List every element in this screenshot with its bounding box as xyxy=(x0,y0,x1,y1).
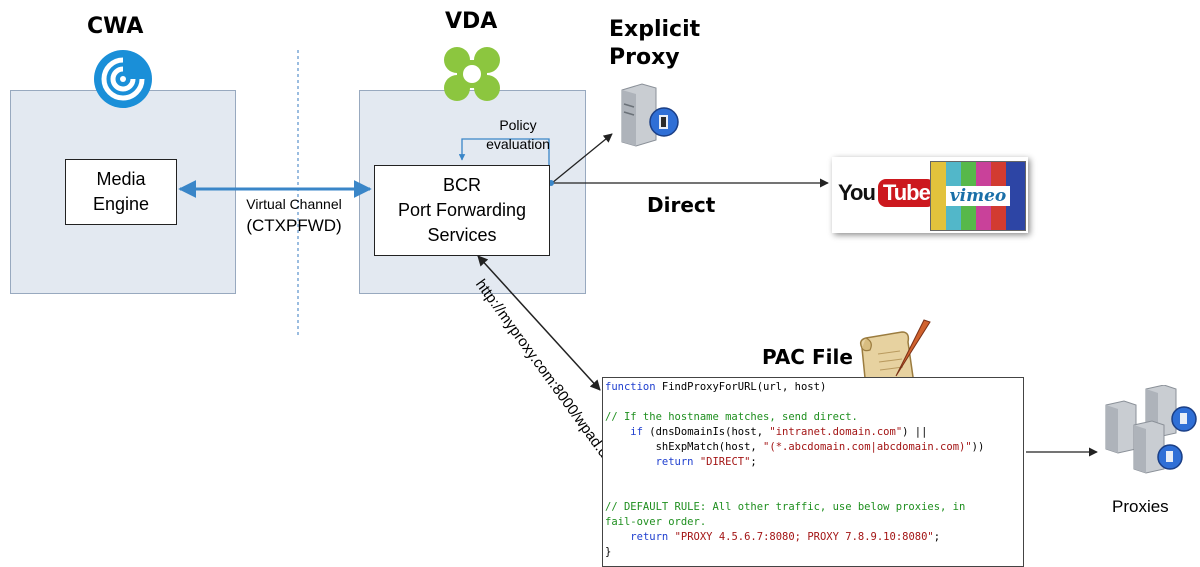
code-line xyxy=(605,485,1021,500)
explicit-proxy-arrow xyxy=(551,133,613,184)
vda-logo-icon xyxy=(444,47,500,101)
code-line xyxy=(605,470,1021,485)
bcr-box: BCR Port Forwarding Services xyxy=(374,165,550,256)
code-token: // If the hostname matches, send direct. xyxy=(605,411,858,423)
youtube-logo: You Tube xyxy=(838,179,935,207)
code-token: "intranet.domain.com" xyxy=(769,426,903,438)
pac-file-title: PAC File xyxy=(762,345,853,369)
code-token: )) xyxy=(971,441,985,453)
code-token: ; xyxy=(750,456,757,468)
policy-evaluation-label: Policy evaluation xyxy=(470,116,566,154)
explicit-proxy-line-2: Proxy xyxy=(609,45,680,70)
media-engine-label-2: Engine xyxy=(92,194,150,214)
bcr-label-1: BCR xyxy=(442,175,481,195)
explicit-proxy-title: Explicit Proxy xyxy=(609,16,700,72)
policy-label-1: Policy xyxy=(499,117,537,133)
code-token: "(*.abcdomain.com|abcdomain.com)" xyxy=(763,441,972,453)
code-line: fail-over order. xyxy=(605,515,1021,530)
code-token: (dnsDomainIs(host, xyxy=(642,426,770,438)
code-token: } xyxy=(605,546,612,558)
code-line: // If the hostname matches, send direct. xyxy=(605,410,1021,425)
video-sites-image: You Tube vimeo xyxy=(832,157,1028,233)
code-token: ) || xyxy=(902,426,928,438)
code-line: } xyxy=(605,545,1021,560)
virtual-channel-text: Virtual Channel xyxy=(246,196,342,212)
pac-file-code: function FindProxyForURL(url, host) // I… xyxy=(602,377,1024,567)
code-token: shExpMatch(host, xyxy=(605,441,764,453)
code-token: fail-over order. xyxy=(605,516,707,528)
code-token: return xyxy=(630,531,669,543)
code-token: if xyxy=(630,426,643,438)
media-engine-label-1: Media xyxy=(96,169,146,189)
code-line: return "PROXY 4.5.6.7:8080; PROXY 7.8.9.… xyxy=(605,530,1021,545)
vda-title: VDA xyxy=(445,9,498,34)
cwa-logo-icon xyxy=(94,50,152,108)
code-token xyxy=(605,456,656,468)
code-line: shExpMatch(host, "(*.abcdomain.com|abcdo… xyxy=(605,440,1021,455)
code-token: "DIRECT" xyxy=(699,456,751,468)
code-token xyxy=(605,426,630,438)
explicit-proxy-line-1: Explicit xyxy=(609,17,701,42)
vimeo-text: vimeo xyxy=(945,186,1011,206)
code-line: return "DIRECT"; xyxy=(605,455,1021,470)
code-token: return xyxy=(655,456,694,468)
vimeo-logo: vimeo xyxy=(930,161,1026,231)
wpad-arrow xyxy=(477,255,601,391)
code-line xyxy=(605,395,1021,410)
proxies-server-icon xyxy=(1105,385,1197,474)
proxies-label: Proxies xyxy=(1112,497,1169,516)
youtube-you: You xyxy=(838,180,876,205)
bcr-label-2: Port Forwarding xyxy=(397,200,527,220)
policy-loop xyxy=(458,138,550,167)
code-line: function FindProxyForURL(url, host) xyxy=(605,380,1021,395)
code-token: ; xyxy=(933,531,941,543)
code-token: function xyxy=(605,381,656,393)
code-token: "PROXY 4.5.6.7:8080; PROXY 7.8.9.10:8080… xyxy=(674,531,934,543)
code-token xyxy=(605,486,611,498)
code-token xyxy=(605,471,611,483)
media-engine-box: Media Engine xyxy=(65,159,177,225)
youtube-tube: Tube xyxy=(877,179,935,207)
code-line: // DEFAULT RULE: All other traffic, use … xyxy=(605,500,1021,515)
code-token: // DEFAULT RULE: All other traffic, use … xyxy=(605,501,966,513)
code-line: if (dnsDomainIs(host, "intranet.domain.c… xyxy=(605,425,1021,440)
policy-label-2: evaluation xyxy=(486,136,550,152)
direct-label: Direct xyxy=(647,193,716,217)
cwa-title: CWA xyxy=(87,14,144,39)
virtual-channel-label: Virtual Channel (CTXPFWD) xyxy=(232,196,356,236)
code-token xyxy=(605,396,611,408)
bcr-label-3: Services xyxy=(427,225,497,245)
proxy-server-icon xyxy=(621,83,679,147)
code-token: FindProxyForURL(url, host) xyxy=(655,381,827,393)
virtual-channel-id: (CTXPFWD) xyxy=(246,216,342,235)
code-token xyxy=(605,531,630,543)
